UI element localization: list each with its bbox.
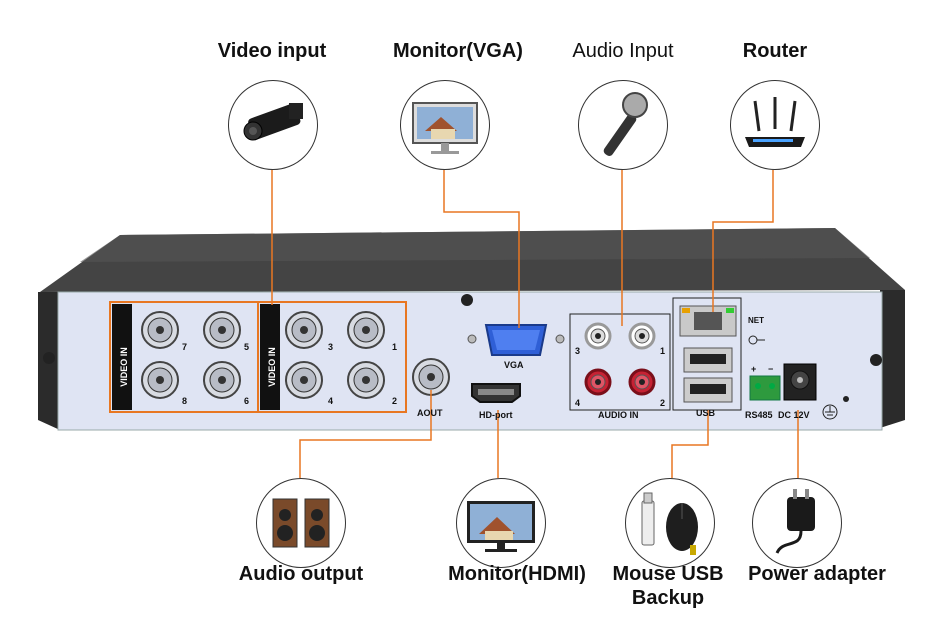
audio-ch-2-label: 2 [660,398,666,408]
power-adapter-icon [752,478,842,568]
callout-lines [271,170,799,478]
net-port-label: NET [748,316,764,325]
usb-port-label: USB [696,408,716,418]
channel-1-label: 1 [392,342,398,352]
audio-ch-4-label: 4 [575,398,581,408]
mouse-usb-icon [625,478,715,568]
bnc-connectors [141,311,450,399]
monitor-vga-label: Monitor(VGA) [393,40,523,62]
net-plug-icon [748,335,765,345]
video-input-label: Video input [217,40,327,62]
speakers-icon [256,478,346,568]
aout-port-label: AOUT [417,408,443,418]
video-in-label-right: VIDEO IN [266,347,277,387]
channel-7-label: 7 [182,342,188,352]
monitor-hdmi-label: Monitor(HDMI) [448,563,586,585]
dc-jack [783,363,817,401]
rca-connectors [584,322,656,396]
audio-ch-1-label: 1 [660,346,666,356]
audio-input-label: Audio Input [572,40,674,62]
mouse-usb-label: Mouse USB [612,563,724,585]
channel-6-label: 6 [244,396,250,406]
rs485-terminal [749,375,781,401]
channel-2-label: 2 [392,396,398,406]
channel-4-label: 4 [328,396,334,406]
channel-5-label: 5 [244,342,250,352]
camera-icon [228,80,318,170]
hdmi-port [471,383,521,403]
hdmi-monitor-icon [456,478,546,568]
ethernet-port [679,305,737,337]
router-icon [730,80,820,170]
channel-8-label: 8 [182,396,188,406]
vga-port [467,324,565,356]
hd-port-label: HD-port [479,410,513,420]
rs485-minus-label: − [768,364,774,374]
video-in-label-left: VIDEO IN [118,347,129,387]
power-adapter-label: Power adapter [748,563,886,585]
vga-port-label: VGA [504,360,524,370]
backup-label: Backup [631,587,705,609]
vga-monitor-icon [400,80,490,170]
ground-icon [822,404,838,420]
audio-ch-3-label: 3 [575,346,581,356]
router-label: Router [742,40,808,62]
usb-ports [683,347,733,403]
audio-output-label: Audio output [238,563,364,585]
microphone-icon [578,80,668,170]
rs485-plus-label: + [751,364,757,374]
audio-in-label: AUDIO IN [598,410,639,420]
rs485-label: RS485 [745,410,773,420]
channel-3-label: 3 [328,342,334,352]
dc12v-label: DC 12V [778,410,810,420]
